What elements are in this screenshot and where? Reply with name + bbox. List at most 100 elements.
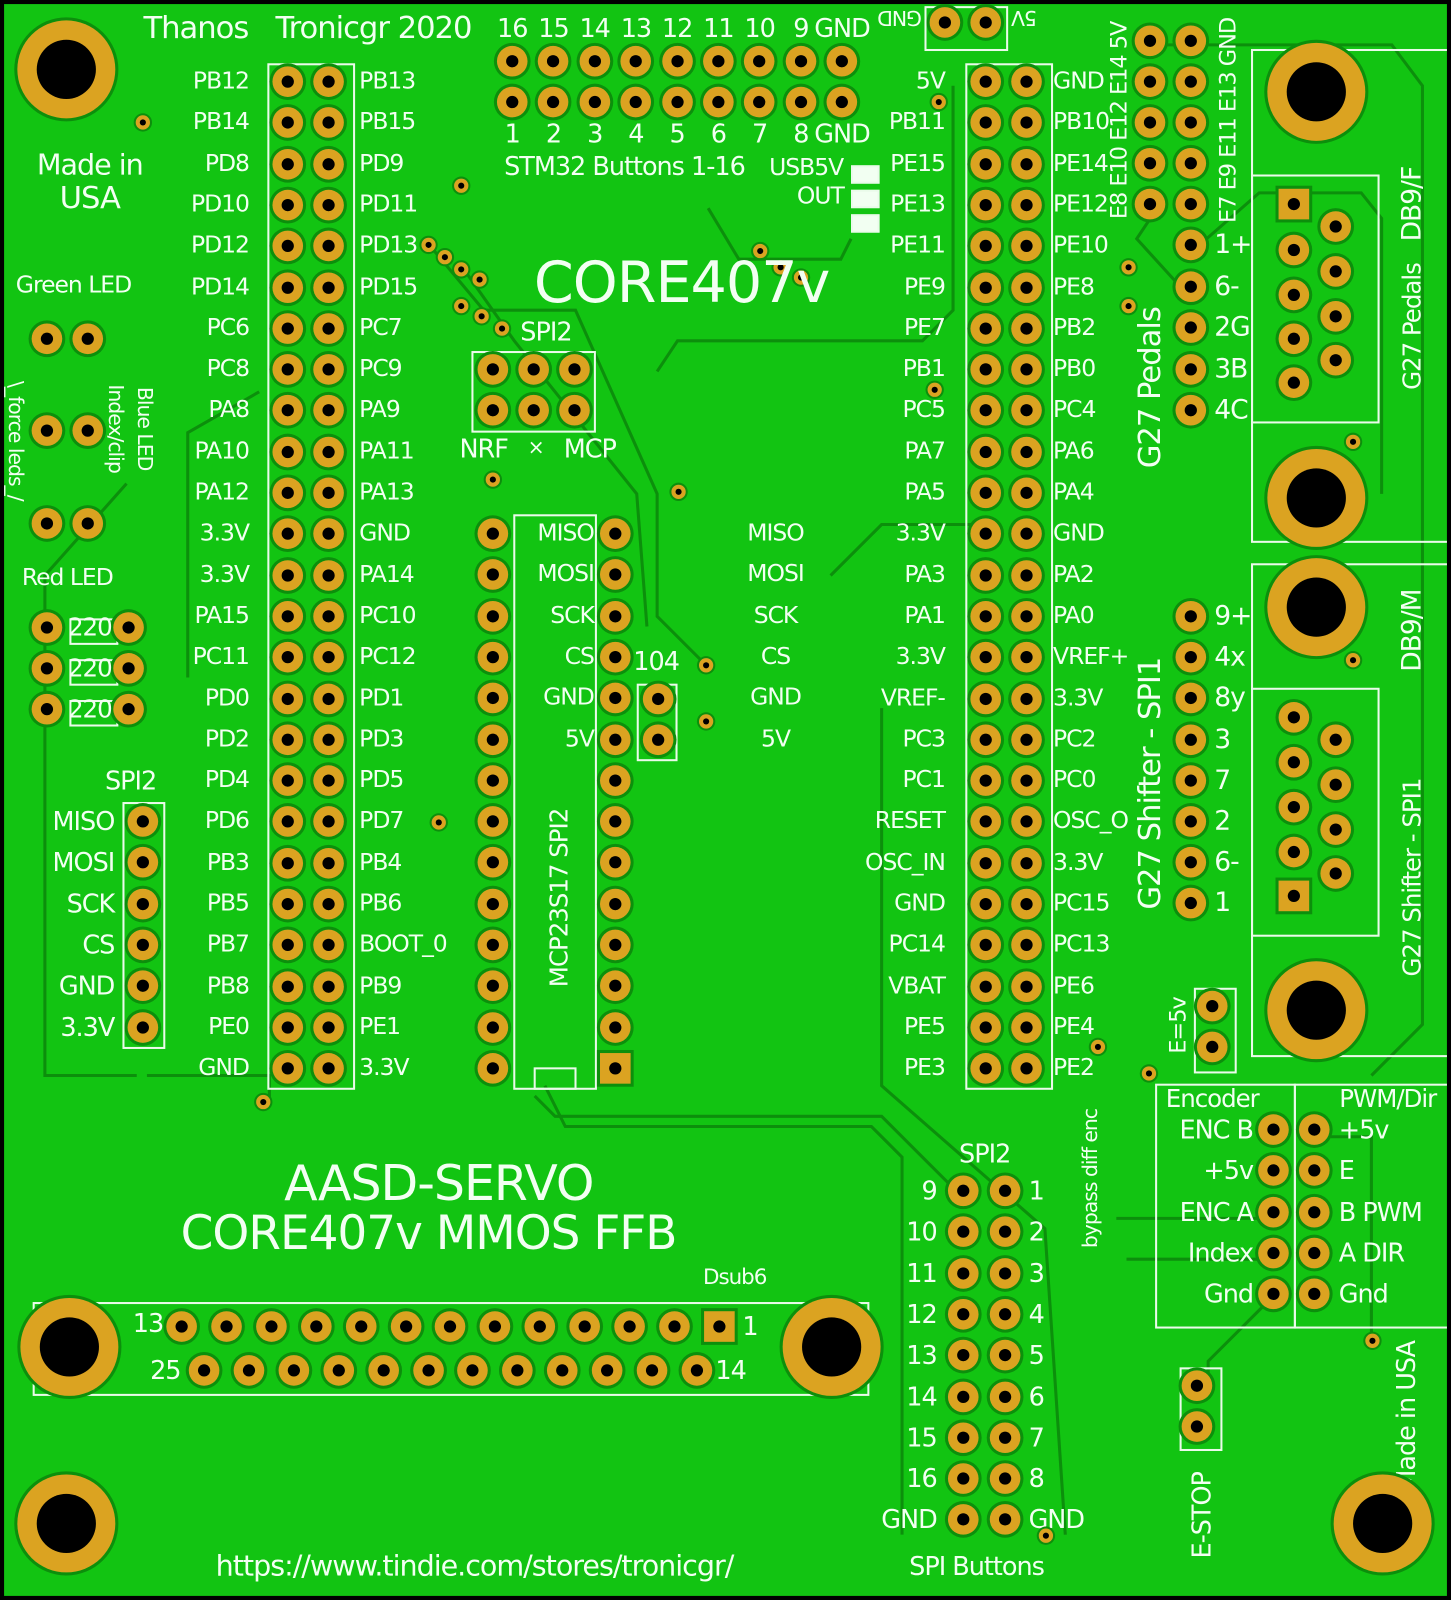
- encoder-pin: [1258, 1196, 1289, 1228]
- trace: [706, 207, 853, 261]
- mcp-pin: [477, 559, 509, 591]
- header-pin: [313, 313, 344, 344]
- pin-label: PD9: [359, 150, 404, 177]
- header-pin: [272, 477, 304, 509]
- trace: [431, 247, 710, 669]
- pin-label: PD4: [204, 766, 250, 794]
- encoder-label: Index: [1187, 1238, 1254, 1268]
- dsub-pin: [457, 1355, 489, 1386]
- dsub-pin: [591, 1355, 623, 1386]
- db9-pin: [1320, 769, 1352, 800]
- spi-button-pin: [989, 1298, 1021, 1330]
- pin-label: PC7: [359, 314, 402, 342]
- mounting-hole-icon: [1267, 558, 1366, 657]
- db9-pin: [1320, 344, 1352, 376]
- mcp-pin-label: CS: [564, 643, 595, 670]
- pin-label: PE5: [904, 1013, 946, 1041]
- pin-label: PD6: [204, 808, 250, 835]
- pin-label: PD5: [359, 766, 404, 794]
- mcp-pin: [477, 847, 509, 878]
- pin-label: PE15: [890, 150, 946, 177]
- right-header-outline: [965, 63, 1054, 1090]
- pedal-expansion-pin: [1134, 66, 1166, 97]
- db9-pin: [1278, 188, 1310, 220]
- pin-label: 2: [1028, 1217, 1045, 1247]
- power-pin: [970, 7, 1002, 38]
- pin-label: PD8: [204, 150, 250, 177]
- led-pin: [31, 415, 63, 446]
- header-pin: [1011, 230, 1042, 262]
- pin-label: 14: [579, 13, 610, 44]
- mcp-pin: [477, 723, 509, 755]
- pin-label: PA10: [194, 437, 250, 465]
- header-pin: [1011, 1012, 1042, 1043]
- shifter-pin: [1175, 724, 1207, 755]
- button-pin: [826, 45, 858, 77]
- pin-label: GND: [359, 520, 411, 547]
- resistor-pin: [31, 693, 63, 725]
- pin-label: PB10: [1053, 108, 1110, 136]
- header-pin: [313, 847, 344, 879]
- button-pin: [579, 86, 610, 118]
- pin-label: 3.3V: [199, 520, 250, 547]
- button-pin: [703, 86, 734, 118]
- header-pin: [970, 847, 1002, 879]
- header-pin: [313, 354, 344, 385]
- silk-label: Encoder: [1165, 1084, 1260, 1114]
- header-pin: [1011, 189, 1042, 221]
- pin-label: 1: [504, 118, 521, 149]
- pin-label: PC5: [902, 396, 945, 424]
- header-pin: [970, 724, 1002, 755]
- pin-label: PC13: [1053, 931, 1110, 958]
- pin-label: 16: [497, 13, 528, 44]
- header-pin: [970, 1053, 1002, 1084]
- silk-label: Index/clip: [104, 384, 129, 473]
- led-pin: [31, 323, 63, 355]
- button-pin: [785, 45, 817, 77]
- pin-label: GND: [1053, 520, 1105, 547]
- header-pin: [313, 230, 344, 262]
- pin-label: PA8: [208, 396, 250, 424]
- via: [421, 237, 436, 253]
- header-pin: [313, 395, 344, 426]
- via: [454, 298, 469, 314]
- header-pin: [1011, 354, 1042, 385]
- header-pin: [1011, 683, 1042, 714]
- core-logo: CORE407v: [533, 249, 830, 317]
- pin-label: 5: [1028, 1340, 1045, 1371]
- pin-label: 15: [538, 13, 569, 44]
- spi-button-pin: [947, 1257, 979, 1289]
- spi-label: SCK: [753, 602, 799, 629]
- via: [698, 658, 714, 673]
- header-pin: [272, 600, 304, 632]
- header-pin: [1011, 765, 1042, 797]
- header-pin: [313, 971, 344, 1002]
- pwm-pin: [1298, 1278, 1330, 1310]
- shifter-label: 7: [1214, 765, 1231, 796]
- pin-label: 3.3V: [199, 561, 250, 588]
- out-label: OUT: [796, 183, 845, 210]
- header-pin: [272, 642, 304, 673]
- pin-label: PE6: [1053, 972, 1095, 1000]
- pin-label: 7: [751, 118, 768, 149]
- mcp-pin: [477, 518, 509, 549]
- silk-label: bypass diff enc: [1077, 1108, 1103, 1249]
- pin-label: VREF+: [1053, 643, 1129, 671]
- pin-label: PC10: [359, 602, 416, 629]
- db9-pin: [1278, 279, 1310, 311]
- header-pin: [970, 354, 1002, 385]
- via: [472, 272, 487, 287]
- header-pin: [313, 929, 344, 961]
- pin-label: PD15: [359, 273, 418, 300]
- pin-label: PA1: [904, 602, 946, 629]
- silk-label: Green LED: [15, 271, 132, 299]
- db9f-inner-outline: [1251, 174, 1380, 424]
- pin-label: 2: [545, 118, 562, 149]
- pedal-expansion-pin: [1134, 107, 1166, 138]
- pin-label: PC15: [1053, 890, 1110, 917]
- mcp-pin: [477, 970, 509, 1002]
- shifter-label: 9+: [1214, 601, 1252, 632]
- db9m-inner-outline: [1251, 687, 1380, 937]
- button-pin: [661, 86, 693, 118]
- header-pin: [1011, 518, 1042, 550]
